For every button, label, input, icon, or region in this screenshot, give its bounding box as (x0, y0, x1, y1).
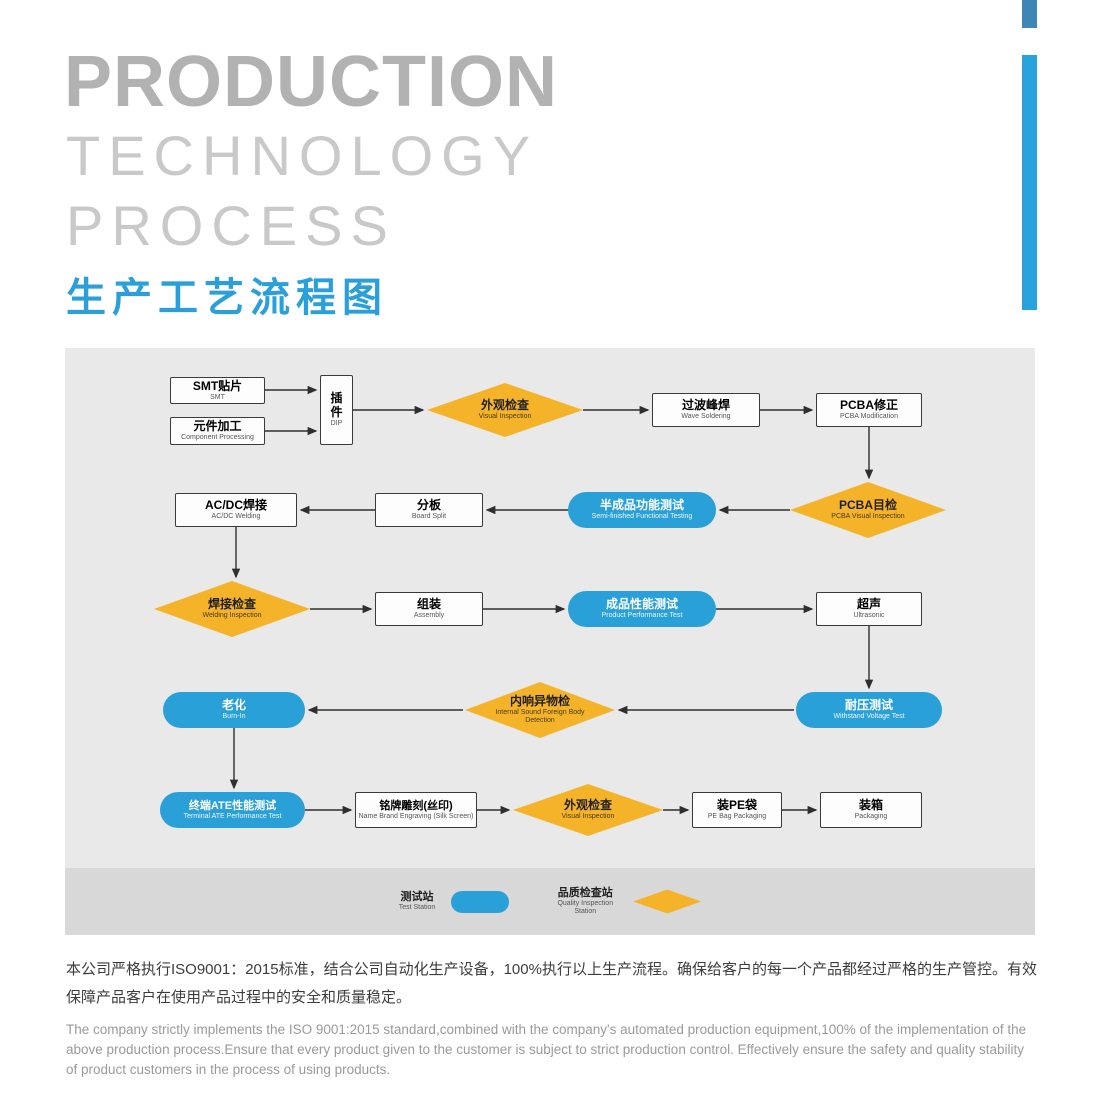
legend-test-station-shape (451, 890, 510, 913)
node-subtitle: Ultrasonic (853, 612, 885, 620)
node-subtitle: PCBA Modification (840, 413, 898, 421)
node-title: 过波峰焊 (681, 398, 730, 413)
accent-bar-main (1022, 55, 1037, 310)
flow-node-internal-sound-foreign-body-detection: 内响异物检 Internal Sound Foreign Body Detect… (465, 682, 615, 738)
node-subtitle: Internal Sound Foreign Body Detection (495, 709, 585, 725)
node-title: 老化 (221, 698, 246, 713)
flow-node-welding-inspection: 焊接检查 Welding Inspection (154, 581, 310, 637)
flow-node-pe-bag-packaging: 装PE袋 PE Bag Packaging (692, 792, 782, 828)
flow-node-packaging: 装箱 Packaging (820, 792, 922, 828)
node-subtitle: Terminal ATE Performance Test (183, 812, 282, 820)
flow-node-board-split: 分板 Board Split (375, 493, 483, 527)
node-subtitle: AC/DC Welding (211, 513, 261, 521)
flow-node-component-processing: 元件加工 Component Processing (170, 417, 265, 445)
footer-text-en: The company strictly implements the ISO … (66, 1021, 1027, 1078)
node-title: 铭牌雕刻(丝印) (379, 799, 453, 812)
node-subtitle: Visual Inspection (478, 413, 532, 421)
node-title: 成品性能测试 (605, 597, 678, 612)
node-title: 超声 (856, 597, 881, 612)
accent-bar-top (1022, 0, 1037, 28)
node-subtitle: SMT (210, 393, 225, 401)
legend-quality-station-shape (633, 889, 702, 914)
node-title: 内响异物检 (509, 694, 570, 709)
footer-text-cn: 本公司严格执行ISO9001：2015标准，结合公司自动化生产设备，100%执行… (66, 961, 1037, 1006)
flow-node-burn-in: 老化 Burn-In (163, 692, 305, 728)
node-title: 组装 (416, 597, 441, 612)
node-title: AC/DC焊接 (205, 498, 267, 513)
flow-node-product-performance-test: 成品性能测试 Product Performance Test (568, 591, 716, 627)
legend-test-station-cn: 测试站 (400, 891, 434, 904)
flow-node-withstand-voltage-test: 耐压测试 Withstand Voltage Test (796, 692, 942, 728)
node-subtitle: PCBA Visual Inspection (831, 513, 905, 521)
node-subtitle: Name Brand Engraving (Silk Screen) (358, 812, 474, 820)
flow-node-semi-finished-functional-testing: 半成品功能测试 Semi-finished Functional Testing (568, 492, 716, 528)
flow-node-acdc-welding: AC/DC焊接 AC/DC Welding (175, 493, 297, 527)
flow-node-pcba-visual-inspection: PCBA目检 PCBA Visual Inspection (790, 482, 946, 538)
node-subtitle: Withstand Voltage Test (833, 713, 905, 721)
flow-node-assembly: 组装 Assembly (375, 592, 483, 626)
node-title: 外观检查 (480, 398, 529, 413)
footer: 本公司严格执行ISO9001：2015标准，结合公司自动化生产设备，100%执行… (66, 956, 1038, 1080)
legend-test-station-label: 测试站 Test Station (399, 891, 436, 912)
node-title: 耐压测试 (844, 698, 893, 713)
heading-process: PROCESS (66, 194, 396, 257)
flow-node-ultrasonic: 超声 Ultrasonic (816, 592, 922, 626)
node-subtitle: Product Performance Test (601, 612, 683, 620)
node-title: 半成品功能测试 (599, 498, 684, 513)
flowchart-panel: SMT贴片 SMT 元件加工 Component Processing 插件 D… (65, 348, 1035, 935)
node-subtitle: Packaging (854, 813, 888, 821)
legend-quality-station-en: Quality Inspection Station (557, 899, 614, 915)
node-subtitle: Assembly (413, 612, 445, 620)
flow-node-terminal-ate-performance-test: 终端ATE性能测试 Terminal ATE Performance Test (160, 792, 305, 828)
node-subtitle: Wave Soldering (681, 413, 731, 421)
node-subtitle: Board Split (411, 513, 447, 521)
node-subtitle: PE Bag Packaging (707, 813, 767, 821)
flow-node-pcba-modification: PCBA修正 PCBA Modification (816, 393, 922, 427)
heading-technology: TECHNOLOGY (66, 124, 539, 187)
node-subtitle: DIP (330, 420, 343, 428)
legend-strip: 测试站 Test Station 品质检查站 Quality Inspectio… (65, 868, 1035, 935)
legend-quality-station-cn: 品质检查站 (557, 887, 613, 900)
node-title: 外观检查 (563, 798, 612, 813)
page-title-cn: 生产工艺流程图 (66, 276, 388, 320)
node-title: SMT贴片 (192, 378, 243, 393)
flow-node-name-brand-engraving: 铭牌雕刻(丝印) Name Brand Engraving (Silk Scre… (355, 792, 477, 828)
node-title: 焊接检查 (207, 597, 256, 612)
node-subtitle: Welding Inspection (202, 612, 262, 620)
node-title: 终端ATE性能测试 (188, 799, 277, 812)
flow-node-visual-inspection-2: 外观检查 Visual Inspection (513, 784, 663, 836)
node-title: 插件 (330, 390, 343, 419)
node-subtitle: Component Processing (181, 434, 254, 442)
legend-quality-station-label: 品质检查站 Quality Inspection Station (553, 887, 617, 916)
node-title: PCBA目检 (838, 498, 897, 513)
legend-test-station-en: Test Station (398, 903, 436, 911)
flow-node-visual-inspection-1: 外观检查 Visual Inspection (427, 383, 583, 437)
node-subtitle: Semi-finished Functional Testing (591, 513, 693, 521)
node-title: PCBA修正 (839, 398, 898, 413)
node-title: 装箱 (858, 798, 883, 813)
flow-node-dip: 插件 DIP (320, 375, 353, 445)
node-subtitle: Visual Inspection (561, 813, 615, 821)
node-title: 元件加工 (193, 419, 242, 434)
node-subtitle: Burn-In (222, 713, 246, 721)
node-title: 装PE袋 (716, 798, 757, 813)
node-title: 分板 (416, 498, 441, 513)
flow-node-smt: SMT贴片 SMT (170, 377, 265, 404)
heading-production: PRODUCTION (64, 42, 558, 122)
flow-node-wave-soldering: 过波峰焊 Wave Soldering (652, 393, 760, 427)
